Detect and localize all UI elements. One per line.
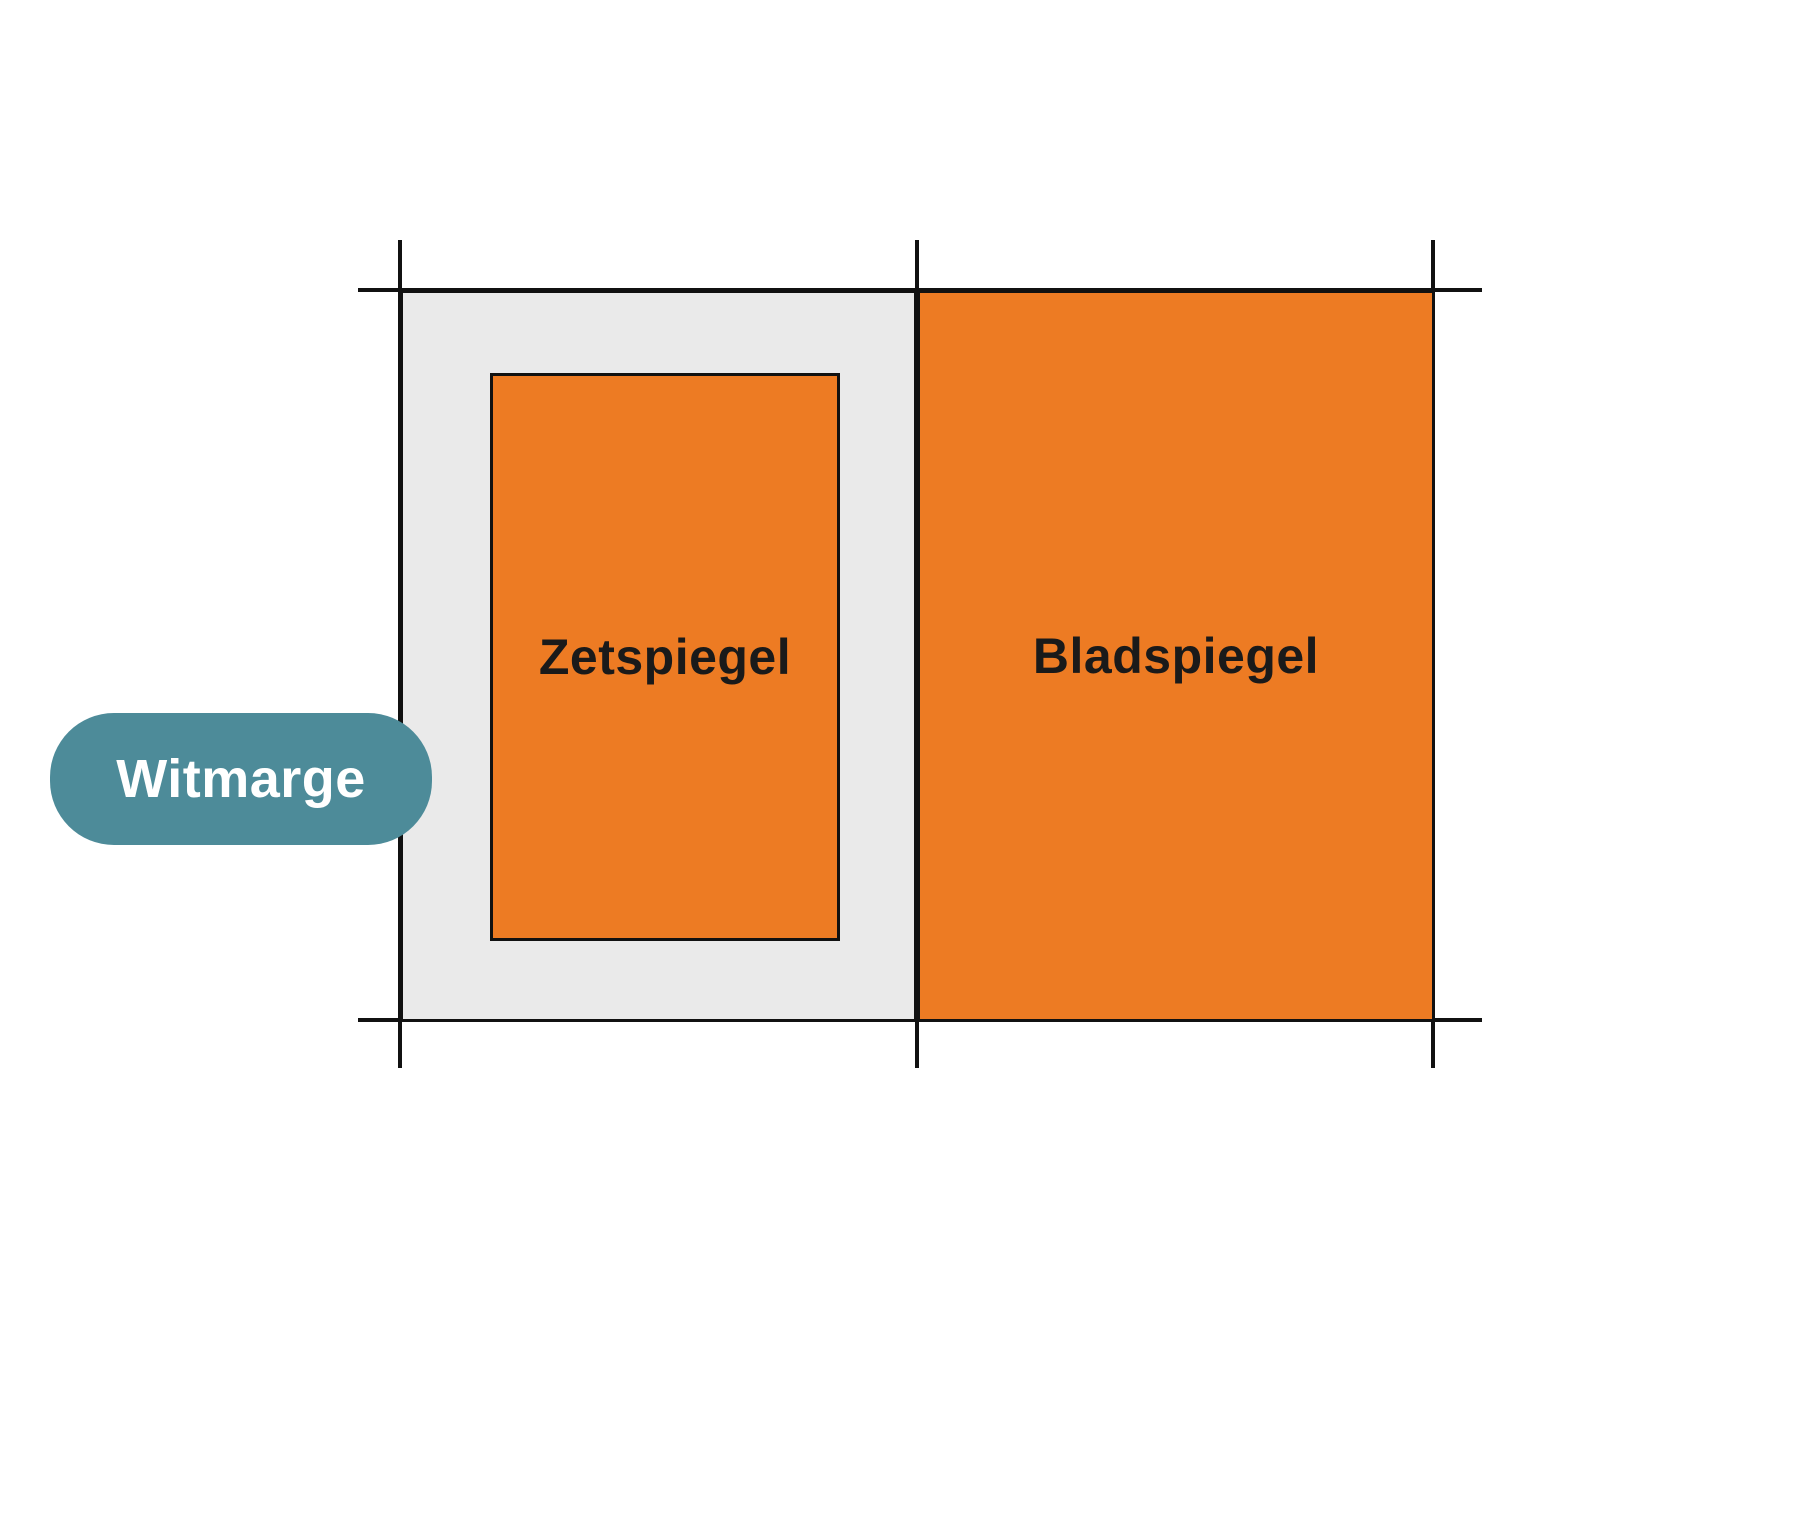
- bladspiegel-area: Bladspiegel: [917, 290, 1435, 1022]
- bladspiegel-label: Bladspiegel: [1032, 628, 1320, 684]
- witmarge-label: Witmarge: [116, 749, 366, 809]
- zetspiegel-area: Zetspiegel: [490, 373, 840, 941]
- zetspiegel-label: Zetspiegel: [538, 629, 792, 685]
- left-page-margin-area: Zetspiegel: [400, 290, 917, 1022]
- witmarge-badge: Witmarge: [50, 713, 432, 845]
